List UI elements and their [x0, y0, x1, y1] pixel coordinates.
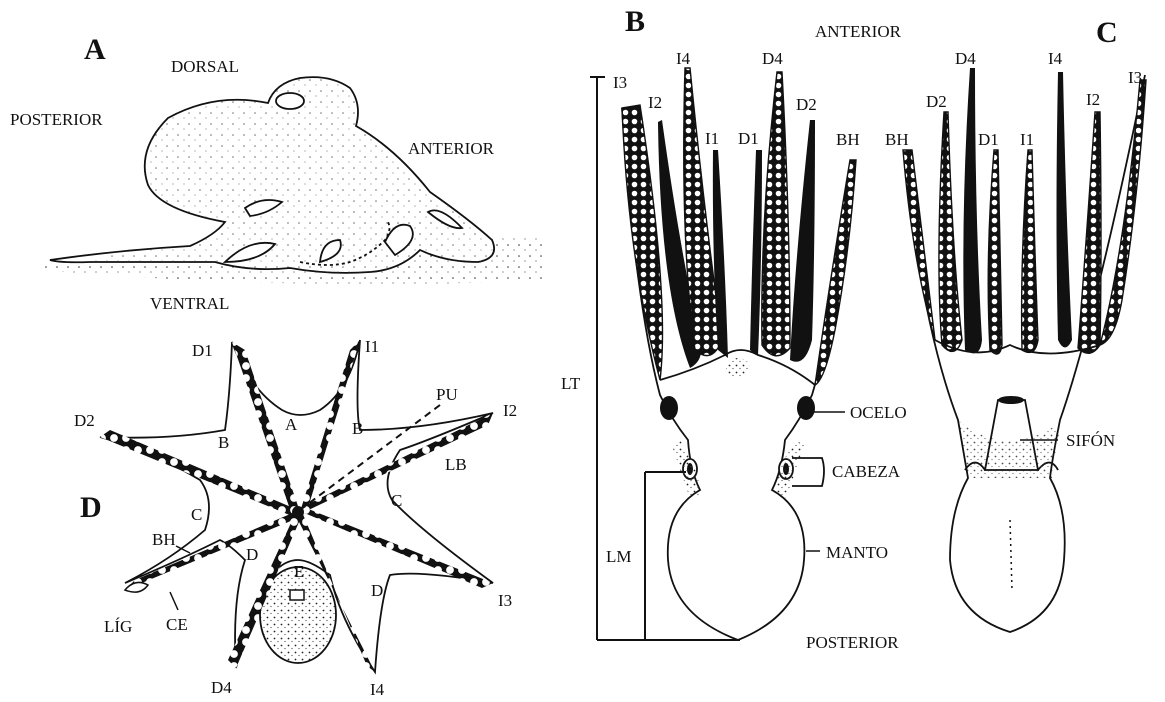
label-d-i4: I4 — [370, 680, 385, 699]
label-web-b-left: B — [218, 433, 229, 452]
label-c-i2: I2 — [1086, 90, 1100, 109]
ce-pointer — [170, 592, 178, 610]
label-web-e: E — [294, 562, 304, 581]
label-b-d1: D1 — [738, 129, 759, 148]
label-d-d2: D2 — [74, 411, 95, 430]
label-d-d4: D4 — [211, 678, 232, 697]
label-sifon: SIFÓN — [1066, 431, 1115, 450]
label-c-d4: D4 — [955, 49, 976, 68]
panel-d-label: D — [80, 491, 102, 524]
label-web-b-right: B — [352, 419, 363, 438]
label-b-i4: I4 — [676, 49, 691, 68]
label-c-d1: D1 — [978, 130, 999, 149]
label-web-c-left: C — [191, 505, 202, 524]
label-d-i2: I2 — [503, 401, 517, 420]
label-dorsal: DORSAL — [171, 57, 239, 76]
panel-c-label: C — [1096, 16, 1118, 49]
label-b-i2: I2 — [648, 93, 662, 112]
label-c-i3: I3 — [1128, 68, 1142, 87]
label-manto: MANTO — [826, 543, 888, 562]
label-d-d1: D1 — [192, 341, 213, 360]
panel-c-drawing — [903, 68, 1146, 632]
eye-a — [276, 93, 304, 109]
label-lm: LM — [606, 547, 632, 566]
label-c-i1: I1 — [1020, 130, 1034, 149]
label-web-a: A — [285, 415, 298, 434]
label-b-d2: D2 — [796, 95, 817, 114]
label-web-d-left: D — [246, 545, 258, 564]
label-d-pu: PU — [436, 385, 458, 404]
label-c-i4: I4 — [1048, 49, 1063, 68]
label-lt: LT — [561, 374, 581, 393]
label-ocelo: OCELO — [850, 403, 907, 422]
label-d-i3: I3 — [498, 591, 512, 610]
label-web-c-right: C — [391, 491, 402, 510]
label-b-i1: I1 — [705, 129, 719, 148]
label-d-lb: LB — [445, 455, 467, 474]
label-d-i1: I1 — [365, 337, 379, 356]
e-notch — [290, 590, 304, 600]
web-stipple-b — [726, 358, 750, 378]
label-d-ce: CE — [166, 615, 188, 634]
label-ventral: VENTRAL — [150, 294, 229, 313]
label-b-d4: D4 — [762, 49, 783, 68]
ocellus-left-b — [660, 396, 678, 420]
label-anterior-b: ANTERIOR — [815, 22, 902, 41]
label-cabeza: CABEZA — [832, 462, 901, 481]
arm-b-d4 — [762, 72, 790, 356]
label-posterior-a: POSTERIOR — [10, 110, 103, 129]
label-b-i3: I3 — [613, 73, 627, 92]
label-anterior-a: ANTERIOR — [408, 139, 495, 158]
label-d-bh: BH — [152, 530, 176, 549]
label-c-bh: BH — [885, 130, 909, 149]
label-posterior-b: POSTERIOR — [806, 633, 899, 652]
label-b-bh: BH — [836, 130, 860, 149]
ligula-d — [125, 582, 148, 592]
panel-d-drawing — [100, 340, 493, 672]
panel-b-label: B — [625, 5, 645, 38]
panel-a-label: A — [84, 33, 106, 66]
siphon-opening — [998, 396, 1024, 404]
label-c-d2: D2 — [926, 92, 947, 111]
ocellus-right-b — [797, 396, 815, 420]
label-web-d-right: D — [371, 581, 383, 600]
panel-a-drawing — [40, 77, 545, 284]
label-d-lig: LÍG — [104, 617, 132, 636]
